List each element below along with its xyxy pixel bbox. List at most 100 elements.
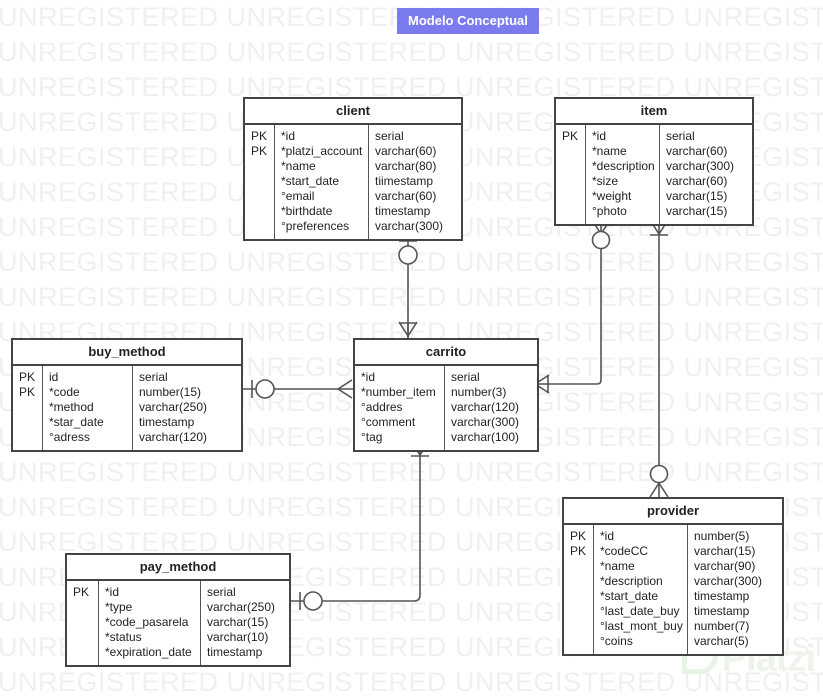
field-key (570, 559, 590, 574)
field-name: °comment (361, 415, 416, 429)
field-key (19, 430, 39, 445)
connector-paymethod-carrito (291, 440, 430, 611)
field-name: *code (49, 385, 80, 399)
connector-buymethod-carrito (243, 379, 353, 399)
field-name: *size (592, 174, 619, 188)
field-name: °adress (49, 430, 90, 444)
entity-body-pay_method: PK *id*type*code_pasarela*status*expirat… (67, 581, 289, 665)
field-type: serial (451, 370, 480, 384)
field-type: timestamp (694, 589, 750, 603)
field-key (251, 189, 271, 204)
field-name: *expiration_date (105, 645, 192, 659)
entity-table-carrito[interactable]: carrito*id*number_item°addres°comment°ta… (353, 338, 539, 452)
field-name: °email (281, 189, 315, 203)
field-type: varchar(15) (207, 615, 269, 629)
entity-name-column: id*code*method*star_date°adress (43, 366, 133, 450)
field-key (562, 159, 582, 174)
field-name: *id (281, 129, 296, 143)
field-name: *code_pasarela (105, 615, 189, 629)
field-type: varchar(60) (666, 144, 728, 158)
field-type: varchar(300) (694, 574, 763, 588)
field-key (251, 174, 271, 189)
field-type: serial (375, 129, 404, 143)
field-key: PK (570, 529, 587, 543)
field-name: °photo (592, 204, 627, 218)
field-name: *name (600, 559, 635, 573)
field-name: *name (592, 144, 627, 158)
field-key: PK (562, 129, 579, 143)
field-key (73, 630, 95, 645)
entity-name-column: *id*codeCC*name*description*start_date°l… (594, 525, 688, 654)
entity-title-provider: provider (564, 499, 782, 525)
field-type: varchar(120) (139, 430, 208, 444)
field-key (19, 400, 39, 415)
field-type: varchar(80) (375, 159, 437, 173)
field-type: varchar(60) (375, 189, 437, 203)
entity-name-column: *id*platzi_account*name*start_date°email… (275, 125, 369, 239)
field-name: *start_date (600, 589, 659, 603)
field-key (251, 219, 271, 234)
entity-name-column: *id*name*description*size*weight°photo (586, 125, 660, 224)
field-type: varchar(300) (451, 415, 520, 429)
field-type: number(15) (139, 385, 202, 399)
connector-client-carrito (398, 232, 418, 338)
field-type: number(3) (451, 385, 507, 399)
field-key (562, 144, 582, 159)
field-type: varchar(300) (375, 219, 444, 233)
field-key (562, 174, 582, 189)
entity-body-item: PK *id*name*description*size*weight°phot… (556, 125, 752, 224)
diagram-title-text: Modelo Conceptual (408, 13, 528, 28)
field-type: varchar(250) (207, 600, 276, 614)
field-type: varchar(250) (139, 400, 208, 414)
field-type: varchar(60) (375, 144, 437, 158)
field-key: PK (19, 385, 36, 399)
field-name: °preferences (281, 219, 350, 233)
field-type: varchar(5) (694, 634, 749, 648)
field-type: serial (666, 129, 695, 143)
field-key (251, 204, 271, 219)
field-type: timestamp (139, 415, 195, 429)
field-name: °last_mont_buy (600, 619, 683, 633)
entity-title-buy_method: buy_method (13, 340, 241, 366)
field-type: varchar(15) (694, 544, 756, 558)
field-key (570, 589, 590, 604)
field-type: varchar(300) (666, 159, 735, 173)
entity-title-item: item (556, 99, 752, 125)
field-type: tiimestamp (375, 174, 434, 188)
field-key (73, 645, 95, 660)
field-type: timestamp (207, 645, 263, 659)
field-key: PK (19, 370, 36, 384)
field-name: °coins (600, 634, 633, 648)
diagram-title-badge: Modelo Conceptual (397, 8, 539, 34)
field-name: °addres (361, 400, 403, 414)
field-type: varchar(10) (207, 630, 269, 644)
field-key (562, 189, 582, 204)
field-key (251, 159, 271, 174)
field-name: *star_date (49, 415, 104, 429)
field-key: PK (251, 129, 268, 143)
field-key: PK (251, 144, 268, 158)
field-name: °tag (361, 430, 383, 444)
field-type: varchar(15) (666, 189, 728, 203)
field-name: *name (281, 159, 316, 173)
field-key (570, 604, 590, 619)
field-name: *description (592, 159, 655, 173)
field-key (570, 619, 590, 634)
field-name: *description (600, 574, 663, 588)
